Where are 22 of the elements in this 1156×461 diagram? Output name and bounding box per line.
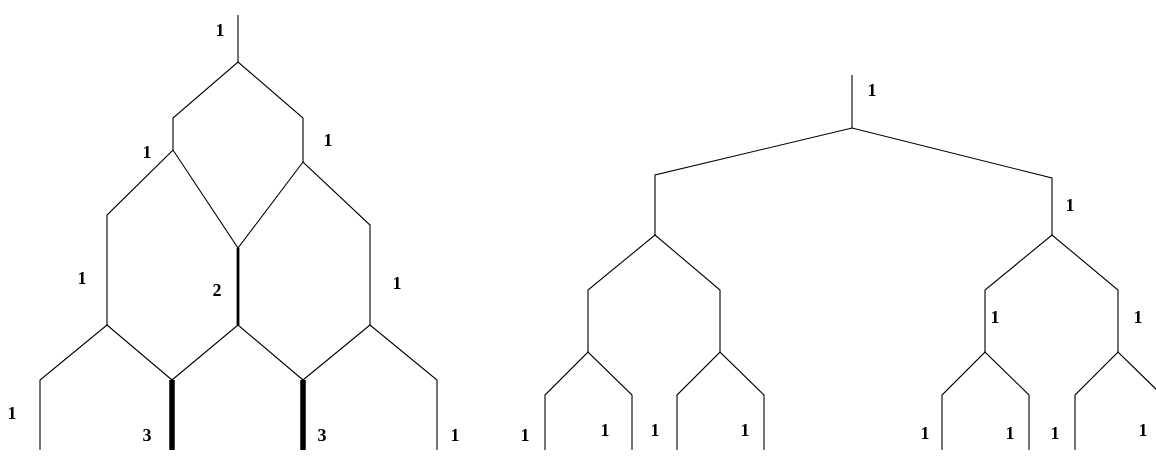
branch-label: 3 (318, 428, 326, 442)
branch-label: 1 (1139, 424, 1147, 436)
branch-label: 1 (216, 24, 224, 36)
branch-label: 1 (1051, 427, 1059, 439)
branch-label: 1 (1134, 311, 1142, 323)
branch-label: 1 (921, 427, 929, 439)
branch-label: 1 (651, 424, 659, 436)
branch-label: 1 (868, 84, 876, 96)
branch-label: 1 (601, 424, 609, 436)
branch-label: 1 (324, 134, 332, 146)
branch-label: 1 (1006, 427, 1014, 439)
branch-label: 1 (451, 429, 459, 441)
branch-label: 1 (393, 277, 401, 289)
branch-label: 2 (213, 284, 221, 296)
branch-label: 1 (521, 429, 529, 441)
branch-label: 1 (991, 311, 999, 323)
branch-label: 1 (143, 146, 151, 158)
branch-label: 1 (1066, 199, 1074, 211)
branch-label: 1 (741, 424, 749, 436)
branch-label: 1 (8, 407, 16, 419)
branch-label: 1 (78, 272, 86, 284)
branch-label: 3 (143, 428, 151, 442)
